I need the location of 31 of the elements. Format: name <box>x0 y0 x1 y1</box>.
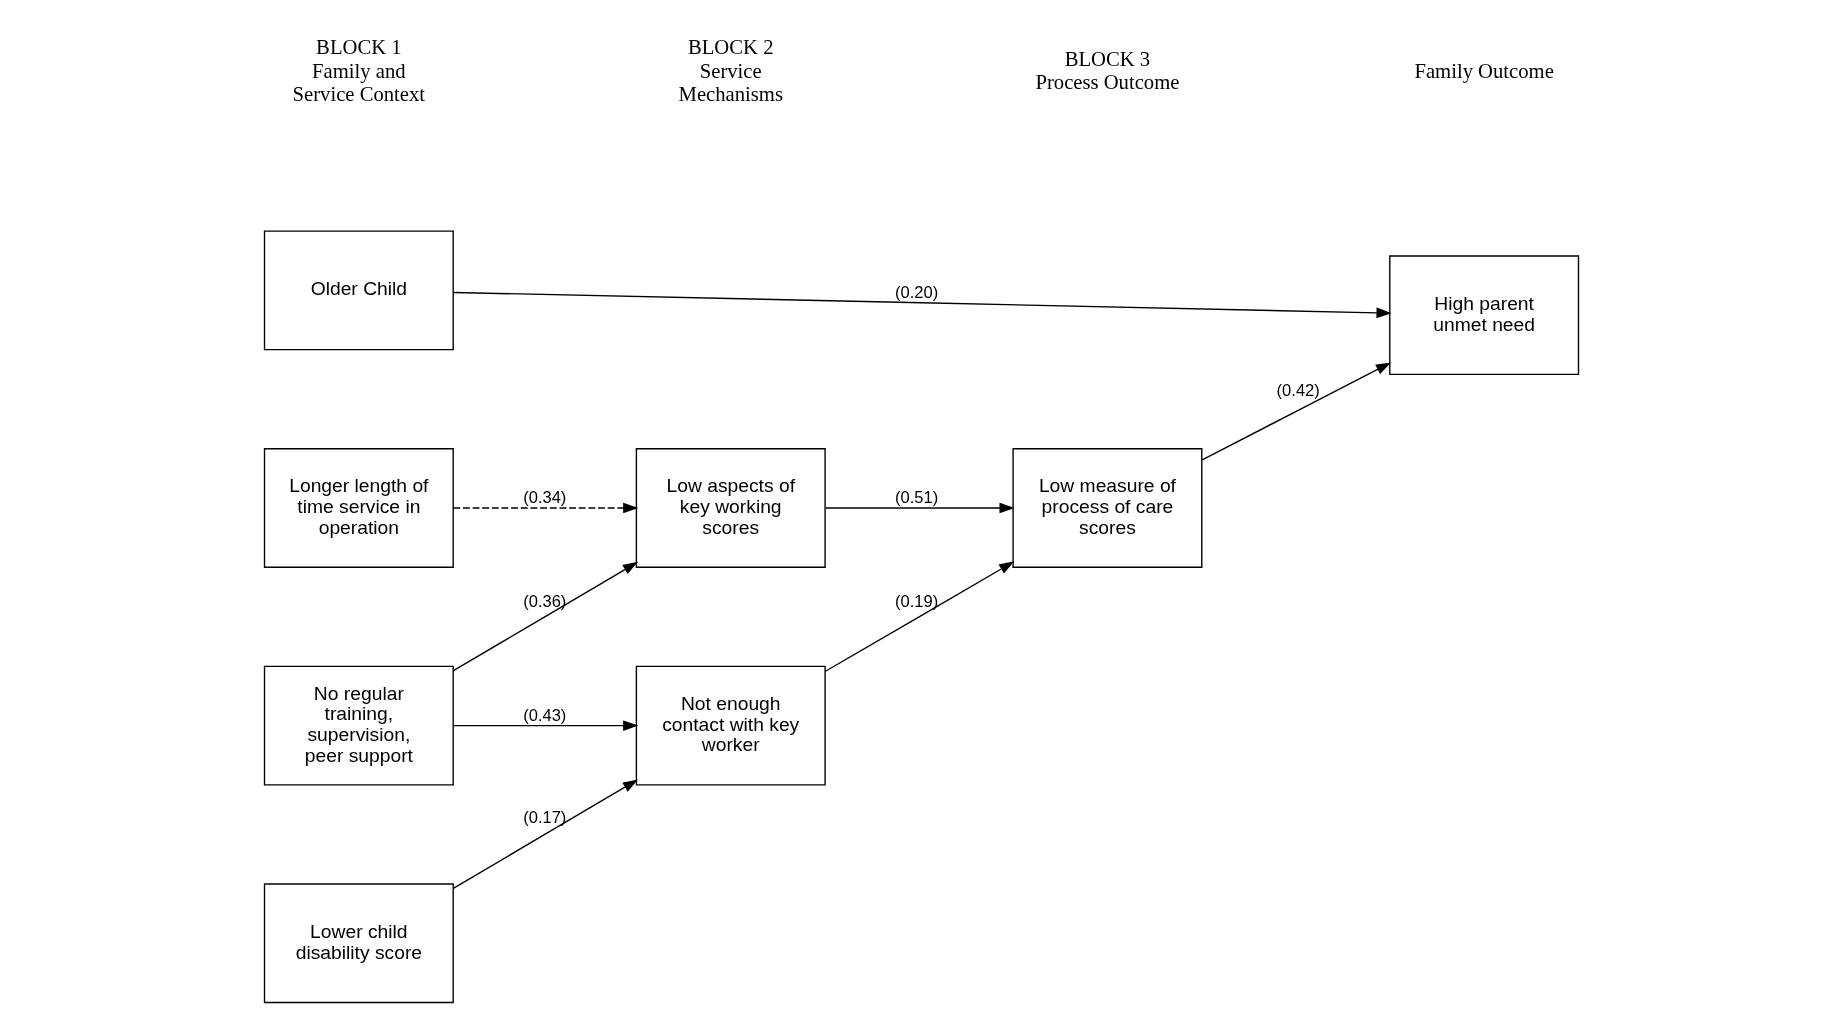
edge-label: (0.51) <box>895 488 939 508</box>
arrow <box>452 561 639 672</box>
edge-label: (0.43) <box>523 705 567 725</box>
arrow <box>452 779 639 889</box>
label: Family Outcome <box>1414 59 1554 82</box>
node-box: Older Child <box>263 230 454 351</box>
node-box: No regular training, supervision, peer support <box>263 665 454 786</box>
arrow <box>824 502 1015 514</box>
node-box: Longer length of time service in operation <box>263 448 454 568</box>
label: BLOCK 3 <box>1064 47 1151 70</box>
node-box: Low aspects of key working scores <box>635 448 826 568</box>
label: Service Mechanisms <box>678 59 783 105</box>
arrow <box>824 561 1015 672</box>
node-box: Not enough contact with key worker <box>635 665 826 786</box>
arrow <box>1201 362 1392 461</box>
label: Family and Service Context <box>292 59 426 105</box>
edge-label: (0.42) <box>1276 380 1320 400</box>
node-box: Lower child disability score <box>263 883 454 1004</box>
node-box: Low measure of process of care scores <box>1012 448 1203 568</box>
label: BLOCK 2 <box>687 36 774 59</box>
arrow <box>452 502 639 514</box>
arrow <box>452 720 639 731</box>
arrow <box>452 291 1392 319</box>
label: BLOCK 1 <box>316 36 402 59</box>
label: Process Outcome <box>1035 71 1180 94</box>
edge-label: (0.17) <box>523 807 567 827</box>
edge-label: (0.19) <box>895 591 939 611</box>
edge-label: (0.34) <box>523 488 567 508</box>
edge-label: (0.36) <box>523 591 567 611</box>
node-box: High parent unmet need <box>1389 255 1580 376</box>
edge-label: (0.20) <box>895 283 939 303</box>
